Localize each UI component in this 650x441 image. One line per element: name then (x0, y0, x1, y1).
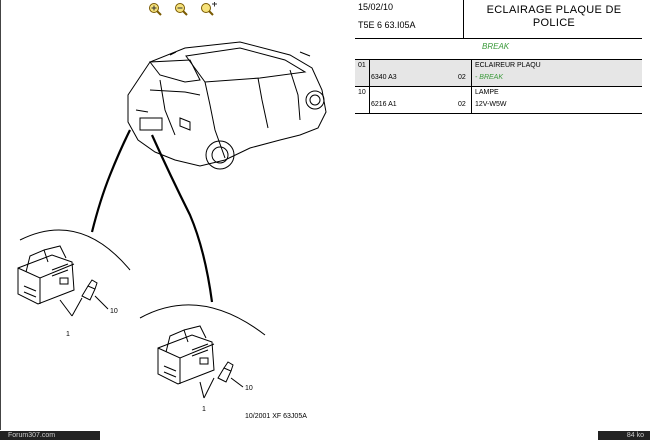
footer-bar: Forum307.com 84 ko (0, 430, 650, 441)
part-description: 12V-W5W (475, 101, 507, 108)
viewer-border (0, 0, 1, 430)
column-divider (369, 87, 370, 113)
zoom-fit-button[interactable] (198, 2, 218, 16)
callout-label: 10 (110, 308, 118, 315)
column-divider (471, 60, 472, 86)
car-illustration (127, 41, 327, 170)
lamp-assembly-right (157, 325, 215, 399)
part-reference: 6340 A3 (371, 74, 397, 81)
leader-line-right (150, 134, 214, 303)
part-quantity: 02 (458, 101, 466, 108)
part-quantity: 02 (458, 74, 466, 81)
parts-table: 01 6340 A3 02 ECLAIREUR PLAQU - BREAK 10… (355, 59, 642, 114)
page-title: ECLAIRAGE PLAQUE DE POLICE (466, 4, 642, 30)
zoom-toolbar (146, 2, 218, 16)
detail-arc-left (19, 229, 131, 271)
part-header (355, 2, 642, 39)
column-divider (369, 60, 370, 86)
zoom-out-icon (175, 3, 188, 16)
part-reference: 6216 A1 (371, 101, 397, 108)
leader-line-left (90, 129, 131, 233)
part-number: 01 (358, 62, 366, 69)
part-name: ECLAIREUR PLAQU (475, 62, 541, 69)
detail-arc-right (139, 304, 266, 336)
header-divider (463, 0, 464, 38)
file-size: 84 ko (598, 431, 650, 440)
diagram-caption: 10/2001 XF 63J05A (245, 413, 307, 420)
title-line-2: POLICE (532, 17, 576, 29)
exploded-diagram[interactable]: 1 10 1 10 (0, 0, 360, 430)
zoom-in-button[interactable] (146, 2, 166, 16)
part-name: LAMPE (475, 89, 499, 96)
variant-label: BREAK (482, 42, 510, 51)
zoom-out-button[interactable] (172, 2, 192, 16)
column-divider (471, 87, 472, 113)
callout-label: 1 (66, 331, 70, 338)
table-row[interactable]: 10 6216 A1 02 LAMPE 12V-W5W (355, 87, 642, 114)
title-line-1: ECLAIRAGE PLAQUE DE (486, 4, 622, 16)
zoom-in-icon (149, 3, 162, 16)
callout-label: 10 (245, 385, 253, 392)
callout-label: 1 (202, 406, 206, 413)
lamp-assembly-left (17, 245, 83, 317)
zoom-fit-icon (201, 2, 217, 16)
bulb-right (217, 361, 244, 388)
part-number: 10 (358, 89, 366, 96)
footer-watermark: Forum307.com (0, 431, 100, 440)
part-description: - BREAK (475, 74, 504, 81)
bulb-left (81, 279, 109, 310)
table-row[interactable]: 01 6340 A3 02 ECLAIREUR PLAQU - BREAK (355, 60, 642, 87)
header-reference: T5E 6 63.I05A (358, 20, 416, 30)
header-date: 15/02/10 (358, 2, 394, 12)
